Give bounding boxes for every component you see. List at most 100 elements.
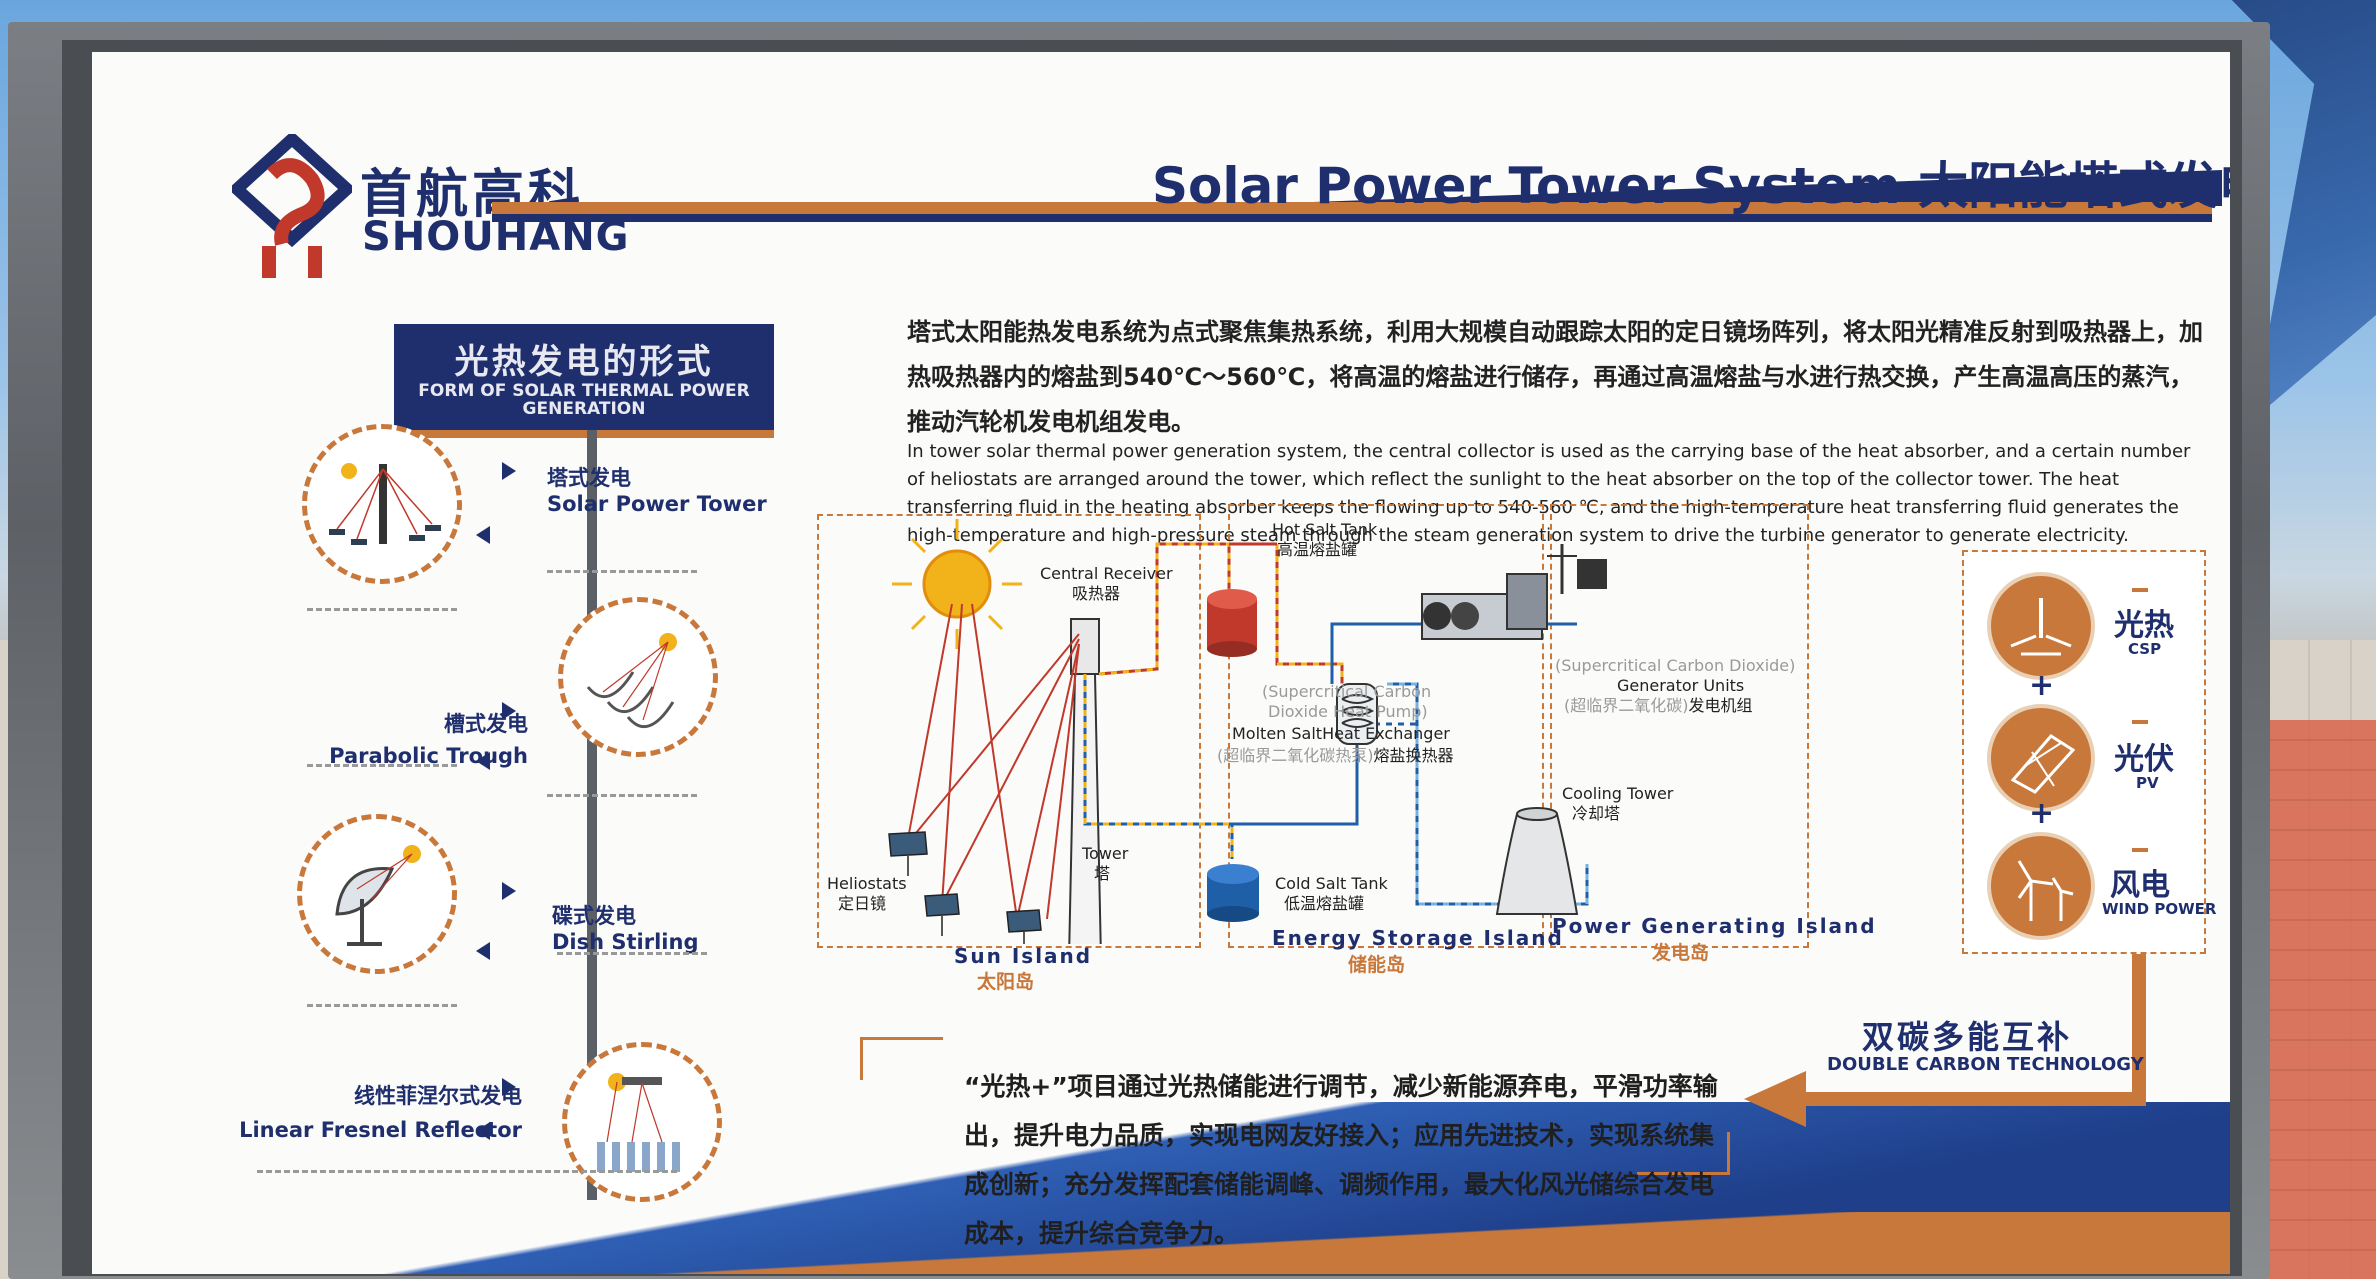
divider <box>307 1004 457 1007</box>
red-pavement <box>2250 720 2376 1279</box>
dish-illustration <box>297 814 457 974</box>
tech-label-cn: 塔式发电 <box>547 466 631 490</box>
generator-label-en-grey: (Supercritical Carbon Dioxide) <box>1555 656 1796 675</box>
text-bracket-top <box>860 1037 943 1080</box>
generator-label-cn: 发电机组 <box>1688 696 1753 715</box>
trough-illustration <box>558 597 718 757</box>
power-label-en: WIND POWER <box>2102 900 2217 918</box>
power-label-en: CSP <box>2128 640 2162 658</box>
storage-island-label-en: Energy Storage Island <box>1272 926 1564 950</box>
double-carbon-arrow-shaft <box>2132 954 2146 1106</box>
power-label-en: PV <box>2136 774 2159 792</box>
tower-illustration <box>302 424 462 584</box>
sun-island-label-cn: 太阳岛 <box>977 971 1035 993</box>
cooling-tower-icon <box>1495 813 1579 915</box>
tick-mark <box>2132 720 2148 724</box>
heliostats-label-en: Heliostats <box>827 874 907 893</box>
power-label-cn: 光热 <box>2114 608 2174 643</box>
generator-label-cn-grey: (超临界二氧化碳) <box>1564 696 1689 715</box>
divider <box>557 952 707 955</box>
divider <box>257 1170 677 1173</box>
sun-island-label-en: Sun Island <box>954 944 1093 968</box>
double-carbon-arrow-head <box>1744 1071 1806 1127</box>
pv-icon <box>1987 704 2095 812</box>
timeline-arrow-left <box>476 752 490 770</box>
linear-fresnel-icon <box>597 1073 680 1172</box>
description-cn: 塔式太阳能热发电系统为点式聚焦集热系统，利用大规模自动跟踪太阳的定日镜场阵列，将… <box>907 318 2203 436</box>
cold-salt-tank-label-cn: 低温熔盐罐 <box>1284 894 1365 913</box>
info-board: 首航高科 SHOUHANG Solar Power Tower System 太… <box>92 52 2230 1274</box>
title-decor-navy-bar <box>492 214 2212 222</box>
heat-exchanger-icon <box>1336 683 1378 745</box>
tech-label-cn: 槽式发电 <box>444 712 528 736</box>
tech-label-group: 槽式发电 Parabolic Trough <box>298 708 528 768</box>
dish-stirling-icon <box>335 845 421 946</box>
parabolic-trough-icon <box>586 633 677 728</box>
csp-icon <box>1987 572 2095 680</box>
heat-pump-label-en-1: (Supercritical Carbon <box>1262 682 1432 701</box>
shouhang-logo-icon <box>232 134 352 278</box>
hot-salt-tank-label-cn: 高温熔盐罐 <box>1277 540 1358 559</box>
divider <box>547 570 697 573</box>
bottom-orange-wave <box>92 1212 2230 1274</box>
timeline-arrow-right <box>502 1078 516 1096</box>
description-en: In tower solar thermal power generation … <box>907 441 2191 546</box>
tech-label-group: 线性菲涅尔式发电 Linear Fresnel Reflector <box>222 1080 522 1142</box>
tech-label-en: Linear Fresnel Reflector <box>239 1118 522 1142</box>
timeline-arrow-right <box>502 882 516 900</box>
heat-pump-label-cn: (超临界二氧化碳热泵) <box>1217 746 1374 765</box>
power-island-label-cn: 发电岛 <box>1652 942 1710 964</box>
plus-sign: + <box>2029 668 2055 703</box>
generator-label-en: Generator Units <box>1617 676 1745 695</box>
timeline-line <box>587 430 597 1200</box>
form-heading-en: FORM OF SOLAR THERMAL POWER GENERATION <box>418 381 750 419</box>
heat-exchanger-label-cn: 熔盐换热器 <box>1373 746 1454 765</box>
power-label-cn: 光伏 <box>2114 742 2174 777</box>
timeline-arrow-right <box>502 702 516 720</box>
generator-units-icon <box>1421 544 1607 640</box>
tech-label-cn: 线性菲涅尔式发电 <box>354 1084 522 1108</box>
cooling-tower-label-en: Cooling Tower <box>1562 784 1674 803</box>
tech-label-cn: 碟式发电 <box>552 904 636 928</box>
power-island-label-en: Power Generating Island <box>1552 914 1877 938</box>
power-label-cn: 风电 <box>2110 868 2170 903</box>
solar-tower-icon <box>329 463 441 545</box>
tech-label-en: Solar Power Tower <box>547 492 767 516</box>
title-decor-orange-bar <box>492 202 2212 214</box>
cold-salt-tank-icon <box>1207 864 1259 922</box>
cold-salt-tank-label-en: Cold Salt Tank <box>1275 874 1388 893</box>
timeline-arrow-left <box>476 942 490 960</box>
fresnel-illustration <box>562 1042 722 1202</box>
central-receiver-label-en: Central Receiver <box>1040 564 1173 583</box>
divider <box>307 608 457 611</box>
tick-mark <box>2132 848 2148 852</box>
plus-sign: + <box>2029 796 2055 831</box>
double-carbon-title-en: DOUBLE CARBON TECHNOLOGY <box>1827 1054 2144 1075</box>
tick-mark <box>2132 588 2148 592</box>
heliostat-icons <box>888 831 1042 944</box>
central-receiver-label-cn: 吸热器 <box>1072 584 1121 603</box>
double-carbon-arrow-body <box>1804 1092 2146 1106</box>
cooling-tower-label-cn: 冷却塔 <box>1572 804 1621 823</box>
sun-icon <box>892 519 1022 649</box>
power-island-box <box>1550 504 1809 948</box>
timeline-arrow-left <box>476 1122 490 1140</box>
divider <box>307 764 457 767</box>
timeline-arrow-left <box>476 526 490 544</box>
hot-salt-tank-label-en: Hot Salt Tank <box>1272 520 1378 539</box>
wind-power-icon <box>1987 832 2095 940</box>
tower-label-cn: 塔 <box>1094 864 1111 883</box>
tech-label-en: Dish Stirling <box>552 930 699 954</box>
tower-label-en: Tower <box>1082 844 1129 863</box>
storage-island-label-cn: 储能岛 <box>1348 954 1406 976</box>
divider <box>547 794 697 797</box>
hot-salt-tank-icon <box>1207 589 1257 657</box>
heliostats-label-cn: 定日镜 <box>838 894 887 913</box>
text-bracket-bottom <box>1637 1132 1730 1175</box>
double-carbon-title-cn: 双碳多能互补 <box>1862 1018 2073 1056</box>
board-title: Solar Power Tower System 太阳能塔式发电系统 <box>1152 157 2230 215</box>
form-heading-box <box>394 324 774 438</box>
heat-exchanger-label-cn-group: (超临界二氧化碳热泵)熔盐换热器 <box>1217 746 1454 765</box>
system-diagram <box>888 519 1607 944</box>
form-heading-cn: 光热发电的形式 <box>454 342 714 382</box>
